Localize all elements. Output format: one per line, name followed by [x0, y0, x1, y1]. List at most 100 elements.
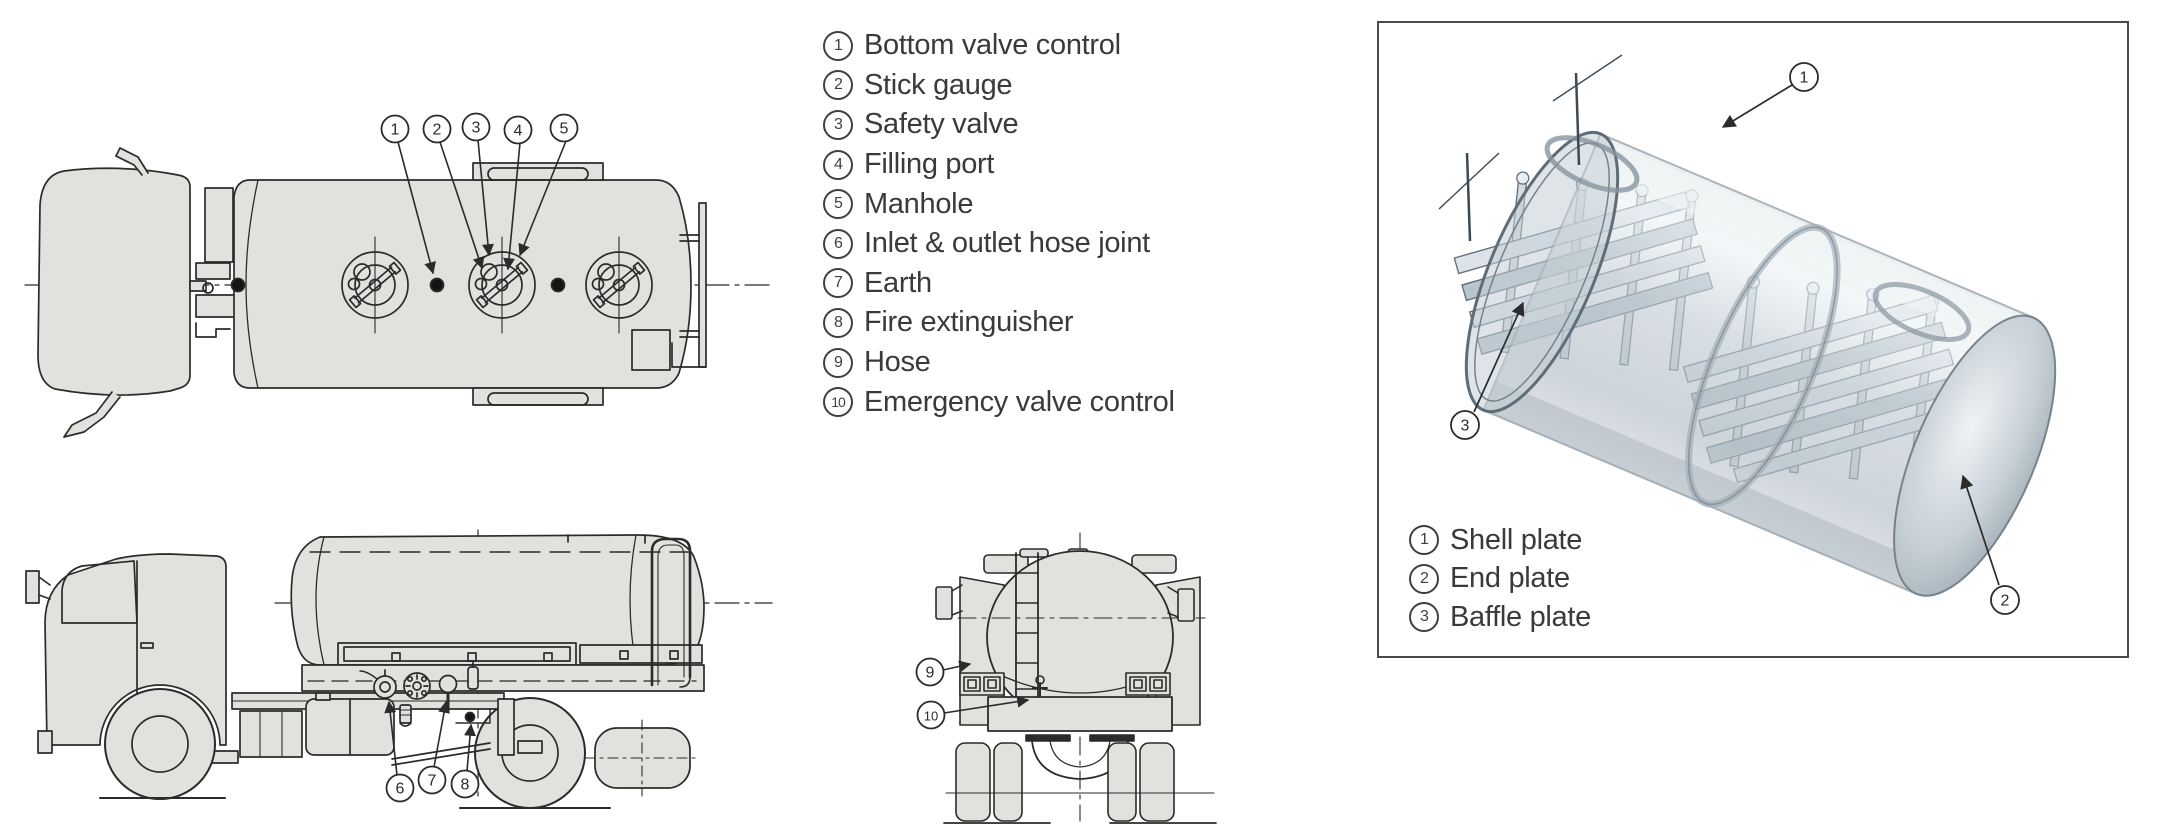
ladder-top: [671, 202, 707, 368]
bottom-valve-dot: [230, 277, 246, 293]
svg-text:7: 7: [428, 773, 437, 790]
legend-item: 5 Manhole: [823, 184, 1175, 224]
callout-end-plate: 2: [1990, 585, 2020, 615]
circled-number: 1: [1409, 525, 1439, 556]
circled-number: 6: [823, 228, 853, 259]
legend-item: 1 Shell plate: [1409, 521, 1591, 560]
callout-10: 10: [916, 700, 946, 730]
svg-text:10: 10: [924, 709, 938, 724]
manhole-ring-rear: [1872, 282, 1972, 342]
manhole-ring-front: [1544, 135, 1640, 193]
tail-lights: [959, 672, 1171, 696]
legend-label: End plate: [1450, 562, 1570, 595]
cab-side: [25, 553, 239, 764]
fire-extinguisher-icon: [466, 660, 479, 690]
circled-number: 8: [823, 307, 853, 338]
end-plate-3d: [1893, 314, 2057, 597]
emergency-dot: [464, 711, 476, 723]
circled-number: 7: [823, 268, 853, 299]
chassis-side: [231, 692, 543, 766]
callout-baffle-plate: 3: [1450, 410, 1480, 440]
rear-view-leader-lines: [942, 660, 1030, 714]
bottom-valve-dot: [550, 277, 566, 293]
callout-9: 9: [915, 657, 945, 687]
circled-number: 2: [1409, 563, 1439, 594]
circled-number: 4: [823, 149, 853, 180]
legend-item: 7 Earth: [823, 264, 1175, 304]
legend-item: 3 Baffle plate: [1409, 598, 1591, 637]
mirror-bottom-icon: [63, 391, 121, 438]
panel-leader-lines: [1473, 84, 2000, 586]
legend-label: Filling port: [864, 148, 995, 181]
battery-box: [239, 710, 303, 758]
earth-reel-icon: [403, 672, 431, 700]
callout-3: 3: [461, 112, 491, 142]
callout-1: 1: [380, 114, 410, 144]
dual-tire: [584, 719, 701, 797]
svg-text:9: 9: [926, 665, 935, 682]
circled-number: 2: [823, 70, 853, 101]
legend-label: Bottom valve control: [864, 29, 1121, 62]
hose-joint-icon: [359, 669, 397, 699]
callout-2: 2: [422, 114, 452, 144]
mudflap: [497, 698, 515, 756]
top-view-leader-lines: [397, 139, 567, 275]
callout-4: 4: [503, 115, 533, 145]
callout-5: 5: [549, 113, 579, 143]
legend-label: Manhole: [864, 187, 974, 220]
legend-item: 2 End plate: [1409, 560, 1591, 599]
rear-handrail: [650, 537, 692, 688]
side-view-callouts: 6 7 8: [385, 765, 480, 803]
svg-text:4: 4: [514, 123, 523, 140]
front-wheel: [104, 688, 216, 800]
circled-number: 3: [1409, 602, 1439, 633]
tank-side: [290, 534, 705, 692]
cab-top: [37, 147, 191, 438]
svg-text:2: 2: [2001, 593, 2010, 610]
chassis-top: [189, 187, 237, 338]
legend-label: Fire extinguisher: [864, 306, 1074, 339]
legend-item: 8 Fire extinguisher: [823, 303, 1175, 343]
tank-panel-legend: 1 Shell plate 2 End plate 3 Baffle plate: [1409, 521, 1591, 637]
rear-view-callouts: 9 10: [915, 657, 946, 730]
bottom-valve-dot: [429, 277, 445, 293]
tank-3d-illustration: 1 2 3: [1438, 54, 2057, 615]
side-view-leader-lines: [384, 700, 477, 776]
callout-shell-plate: 1: [1789, 62, 1819, 92]
legend-label: Inlet & outlet hose joint: [864, 227, 1150, 260]
svg-text:1: 1: [1800, 70, 1809, 87]
legend-item: 6 Inlet & outlet hose joint: [823, 224, 1175, 264]
svg-text:5: 5: [560, 121, 569, 138]
circled-number: 10: [823, 387, 853, 418]
open-end-rim: [1464, 130, 1620, 414]
callout-8: 8: [450, 769, 480, 799]
top-view-callouts: 1 2 3 4 5: [380, 112, 579, 145]
tank-top: [233, 162, 707, 406]
rear-mirrors: [935, 584, 1195, 622]
tank-shell-3d: [1464, 130, 2057, 597]
rear-axle: [1025, 734, 1135, 780]
svg-text:2: 2: [433, 122, 442, 139]
rear-view-diagram: 9 10: [915, 532, 1217, 824]
legend-label: Emergency valve control: [864, 385, 1175, 418]
circled-number: 5: [823, 189, 853, 220]
svg-text:3: 3: [472, 120, 481, 137]
rear-box-top: [631, 329, 671, 371]
svg-text:8: 8: [461, 777, 470, 794]
emergency-valve-icon: [1032, 675, 1048, 698]
callout-6: 6: [385, 773, 415, 803]
legend-label: Earth: [864, 266, 932, 299]
legend-label: Hose: [864, 346, 931, 379]
legend-item: 10 Emergency valve control: [823, 382, 1175, 422]
circled-number: 3: [823, 109, 853, 140]
legend-label: Baffle plate: [1450, 600, 1591, 633]
air-filter-icon: [399, 704, 412, 727]
manhole-assembly: [341, 236, 653, 334]
legend-label: Shell plate: [1450, 523, 1583, 556]
